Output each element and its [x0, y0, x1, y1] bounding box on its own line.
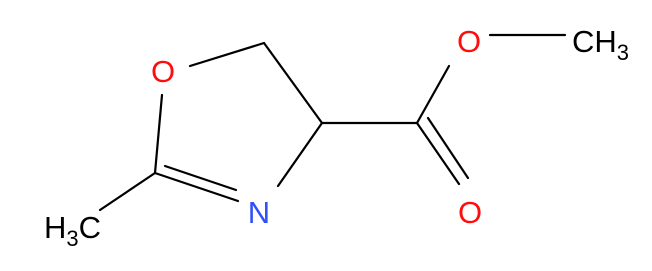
bond-carbonyl-outer	[415, 121, 461, 186]
bond-n3-c4	[276, 121, 324, 188]
methyl-ester-label: CH3	[572, 24, 629, 65]
bond-c2-n3-inner	[163, 164, 238, 192]
bond-c2-methyl	[98, 171, 157, 212]
methyl-c2-label-subscript: 3	[66, 226, 78, 251]
ring-nitrogen-label: N	[248, 195, 270, 230]
bond-c2-n3-outer	[153, 171, 240, 203]
methyl-c2-label-c: C	[79, 210, 101, 245]
methyl-ester-label-main: CH	[572, 24, 617, 59]
bond-c4-c5	[262, 41, 324, 125]
ester-oxygen-label: O	[457, 24, 481, 59]
bond-o1-c2	[153, 93, 164, 175]
carbonyl-oxygen-label: O	[458, 195, 482, 230]
methyl-ester-label-subscript: 3	[617, 40, 629, 65]
methyl-c2-label: H3C	[44, 210, 101, 251]
bond-carbonyl-inner	[426, 116, 470, 180]
ring-oxygen-label: O	[151, 54, 175, 89]
bond-c5-o1	[188, 41, 266, 68]
bond-carbonyl-c-o-ester	[415, 64, 451, 125]
methyl-c2-label-h: H	[44, 210, 66, 245]
